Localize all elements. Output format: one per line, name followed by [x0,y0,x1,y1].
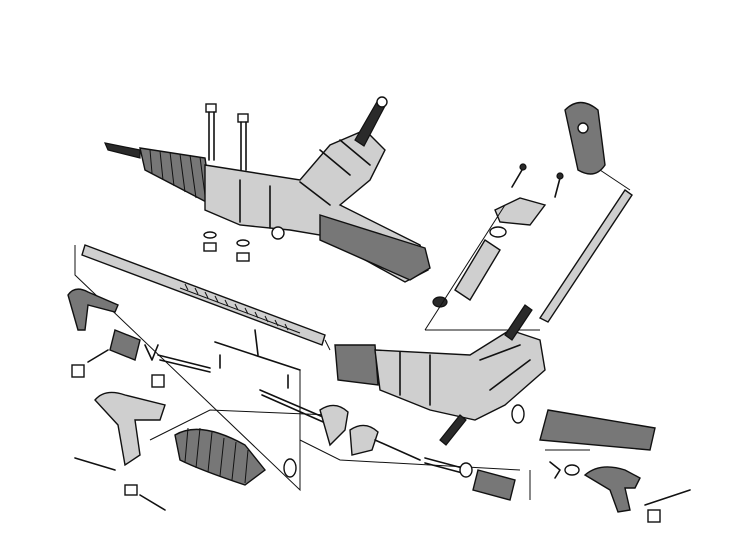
left-boot-clamp [283,458,297,478]
cover-plate [564,101,606,175]
cover-plate-hole [577,122,589,134]
right-clip [549,461,561,479]
right-lock-nut [459,462,473,478]
left-castle-nut [71,364,85,378]
left-inner-tie-rod [157,354,211,373]
pinion-sleeve [454,239,501,301]
pinion-seal [489,226,507,238]
idler-nut [124,484,138,496]
idler-bolt [74,457,116,471]
left-clip [144,344,159,361]
lower-seal-ring [511,404,525,424]
lower-adjuster-screw [439,414,467,446]
center-ball-joint-2 [349,424,379,456]
upper-right-tube [319,214,431,281]
rack-bar [74,244,331,492]
upper-mounting-bolt-left [205,103,217,161]
rack-teeth [179,283,301,334]
center-tie-rod [259,389,331,426]
right-washer [564,464,580,476]
upper-housing-detail [239,139,371,229]
left-cotter-pin [87,349,109,363]
right-bolt [644,489,691,506]
left-lock-nut [151,374,165,388]
lower-pinion-shaft [504,304,533,341]
lower-housing-detail [399,344,531,406]
left-adjuster-sleeve [109,329,141,361]
right-ball-joint [583,466,641,513]
right-castle-nut [647,509,661,523]
upper-mounting-washers-nuts [203,231,250,262]
lower-left-rings [334,344,379,386]
idler-arm [94,391,166,467]
center-link-rod [374,439,421,461]
idler-lower-bolt [139,494,166,511]
upper-pinion-shaft-end [376,96,388,108]
upper-left-tie-rod-stub [103,142,141,159]
rack-bracket-line [74,245,331,492]
long-rod-bracket-line [424,169,631,331]
left-boot [174,427,266,486]
long-rod [538,189,633,323]
right-adjuster-sleeve [472,469,516,501]
lower-right-tube [539,409,656,451]
right-bracket-line [529,449,590,500]
pinion-cover-screws [511,163,564,198]
right-tie-rod-parts [424,449,691,523]
rack-plunger [214,329,301,389]
rack-bar-body [81,244,326,346]
upper-mounting-bolt-right [237,113,249,171]
lower-rack-housing [374,329,546,421]
upper-rack-assembly [103,96,431,283]
center-ball-joint [319,404,349,447]
lower-rack-assembly [334,304,656,451]
pinion-flange [494,197,547,226]
left-ball-joint-upper [67,288,119,331]
upper-left-gaiter [139,147,213,207]
left-tie-rod-parts [67,288,521,511]
upper-adjuster [271,226,285,240]
pinion-parts [424,101,633,331]
